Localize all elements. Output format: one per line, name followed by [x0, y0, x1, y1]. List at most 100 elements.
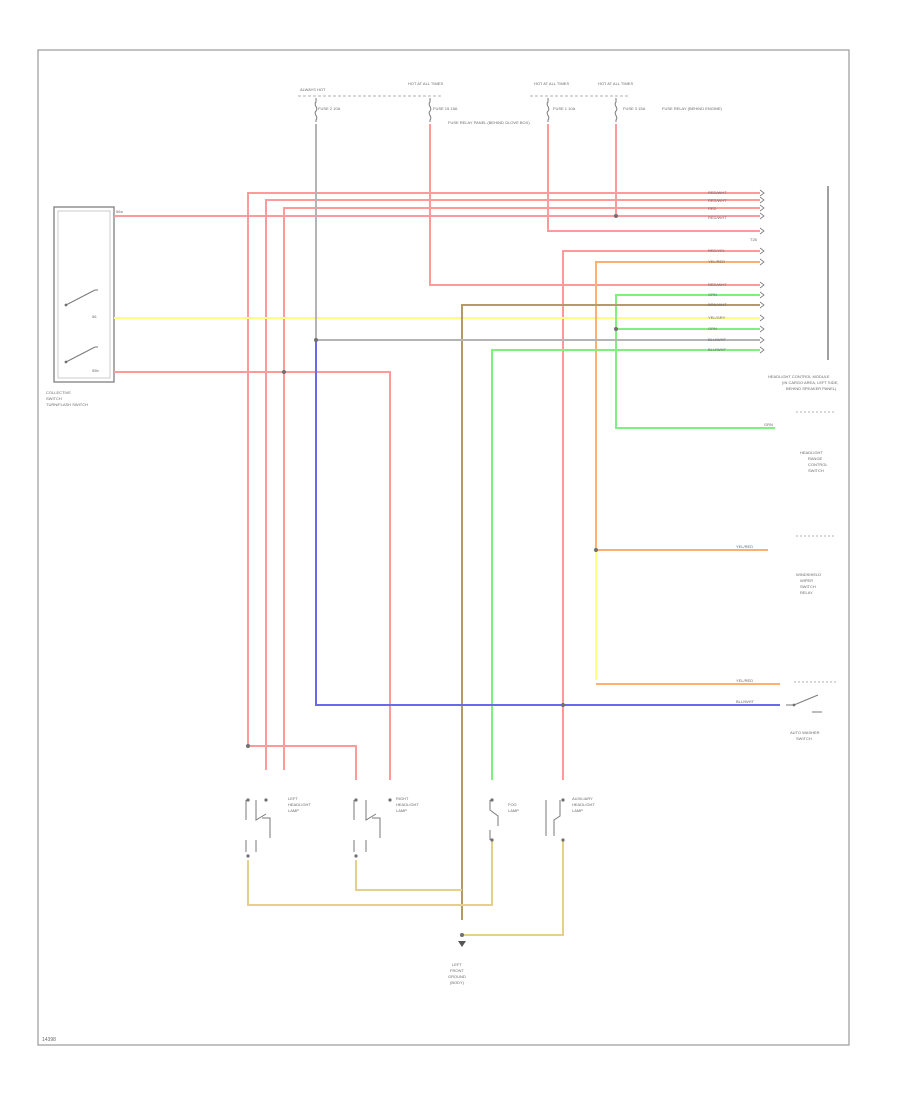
- fog-lamp: FOG LAMP: [489, 798, 519, 842]
- switch-pivot-upper: [64, 303, 68, 307]
- wire-green-fog-lamp: [491, 349, 760, 780]
- pin-arrow: [759, 301, 765, 309]
- switch-terminal-56: 56: [92, 314, 97, 319]
- fuse-block: ALWAYS HOT FUSE 2 10A HOT AT ALL TIMES F…: [298, 81, 723, 125]
- switch-pivot-lower: [64, 360, 68, 364]
- washer-switch-name-1: AUTO WASHER: [790, 730, 820, 735]
- fuse-4-symbol: [614, 98, 618, 122]
- junction-dot: [314, 338, 318, 342]
- pin-arrow: [759, 314, 765, 322]
- lamp-terminal: [561, 838, 565, 842]
- junction-dot: [614, 214, 618, 218]
- fuse-3-symbol: [546, 98, 550, 122]
- wire-tan-ground-bus: [247, 840, 493, 906]
- wire-red-switch-55b: [114, 371, 391, 780]
- range-switch-name-4: SWITCH: [808, 468, 824, 473]
- fuse-2-header: HOT AT ALL TIMES: [408, 81, 443, 86]
- right-headlight-lamp: RIGHT HEADLIGHT LAMP: [353, 796, 419, 858]
- lamp-terminal: [246, 854, 250, 858]
- washer-switch-pivot: [792, 703, 796, 707]
- range-switch-name-2: RANGE: [808, 456, 823, 461]
- pin-arrow: [759, 212, 765, 220]
- lamp-name-2: LAMP: [508, 808, 519, 813]
- pin-label: BRN/WHT: [708, 302, 727, 307]
- module-name-2: (IN CARGO AREA, LEFT SIDE,: [782, 380, 838, 385]
- junction-dot: [460, 933, 464, 937]
- wire-red-right-lamp: [248, 745, 357, 780]
- fuse-1-label: FUSE 2 10A: [318, 106, 341, 111]
- wiper-relay-name-4: RELAY: [800, 590, 813, 595]
- pin-arrow: [759, 258, 765, 266]
- pin-label: RED/WHT: [708, 198, 727, 203]
- fuse-2-note: FUSE RELAY PANEL (BEHIND GLOVE BOX): [448, 120, 530, 125]
- pin-arrow: [759, 204, 765, 212]
- switch-terminal-56a: 56a: [116, 209, 123, 214]
- lamp-name-2: HEADLIGHT: [396, 802, 419, 807]
- pin-label: RED/WHT: [708, 282, 727, 287]
- fuse-1-header: ALWAYS HOT: [300, 87, 326, 92]
- ground-name-2: FRONT: [450, 968, 464, 973]
- washer-switch-name-2: SWITCH: [796, 736, 812, 741]
- auxiliary-headlight-lamp: AUXILIARY HEADLIGHT LAMP: [545, 796, 595, 842]
- wire-blue-washer: [315, 340, 780, 706]
- pin-label: RED/YEL: [708, 248, 726, 253]
- lamp-name-1: AUXILIARY: [572, 796, 593, 801]
- lamp-name-3: LAMP: [572, 808, 583, 813]
- lamp-terminal: [490, 838, 494, 842]
- ground-symbol: [458, 941, 466, 947]
- pin-label: BLU/WHT: [708, 337, 727, 342]
- pin-arrow: [759, 325, 765, 333]
- wire-red-top-2: [265, 199, 760, 770]
- wire-orange-module: [595, 261, 760, 550]
- junction-dot: [561, 703, 565, 707]
- lamp-name-2: HEADLIGHT: [288, 802, 311, 807]
- range-switch-name-1: HEADLIGHT: [800, 450, 823, 455]
- lamp-terminal: [354, 798, 358, 802]
- ground-name-4: (BODY): [450, 980, 465, 985]
- pin-arrow: [759, 336, 765, 344]
- combination-switch-inner: [57, 210, 111, 379]
- ground-name-3: GROUND: [448, 974, 466, 979]
- connector-pins: [759, 189, 765, 354]
- fuse-4-note: FUSE RELAY (BEHIND ENGINE): [662, 106, 723, 111]
- lamp-filament: [245, 800, 271, 852]
- wire-brown-module: [461, 304, 760, 920]
- washer-switch-contact: [786, 694, 822, 713]
- lamp-name-1: LEFT: [288, 796, 298, 801]
- wire-red-fuse-3: [547, 124, 760, 232]
- wire-red-fuse-2: [429, 124, 760, 286]
- combination-switch: 56a 56 55b COLLECTIVE SWITCH TURN/FLASH …: [46, 206, 123, 407]
- connector-pin-labels: RED/WHT RED/WHT RED RED/WHT RED/YEL YEL/…: [708, 190, 727, 352]
- wires: [114, 124, 780, 936]
- lamp-name-3: LAMP: [288, 808, 299, 813]
- switch-contact-upper: [65, 289, 98, 306]
- headlight-range-switch: GRN HEADLIGHT RANGE CONTROL SWITCH: [764, 411, 836, 473]
- lamp-terminal: [490, 798, 494, 802]
- lamp-name-3: LAMP: [396, 808, 407, 813]
- washer-wire-2: BLU/WHT: [736, 699, 755, 704]
- pin-label: RED/WHT: [708, 215, 727, 220]
- module-connector: T26: [750, 237, 758, 242]
- fuse-3-header: HOT AT ALL TIMES: [534, 81, 569, 86]
- pin-label: GRN: [708, 326, 717, 331]
- pin-label: RED: [708, 206, 717, 211]
- lamp-terminal: [388, 798, 392, 802]
- combination-switch-body: [53, 206, 115, 383]
- pin-arrow: [759, 291, 765, 299]
- pin-label: YEL/GRY: [708, 315, 726, 320]
- module-name-1: HEADLIGHT CONTROL MODULE: [768, 374, 830, 379]
- lamp-name-1: RIGHT: [396, 796, 409, 801]
- range-switch-name-3: CONTROL: [808, 462, 828, 467]
- junction-dot: [246, 744, 250, 748]
- washer-wire-1: YEL/RED: [736, 678, 753, 683]
- junction-dot: [594, 548, 598, 552]
- diagram-id: 14398: [42, 1037, 56, 1043]
- switch-contact-lower: [65, 346, 98, 363]
- wire-tan-aux-lamp: [462, 840, 564, 936]
- pin-label: GRN: [708, 292, 717, 297]
- wire-green-range-switch: [615, 294, 775, 429]
- headlight-control-module: T26 HEADLIGHT CONTROL MODULE (IN CARGO A…: [708, 186, 838, 391]
- lamp-filament: [489, 800, 499, 840]
- combination-switch-name-1: COLLECTIVE: [46, 390, 71, 395]
- lamp-name-1: FOG: [508, 802, 517, 807]
